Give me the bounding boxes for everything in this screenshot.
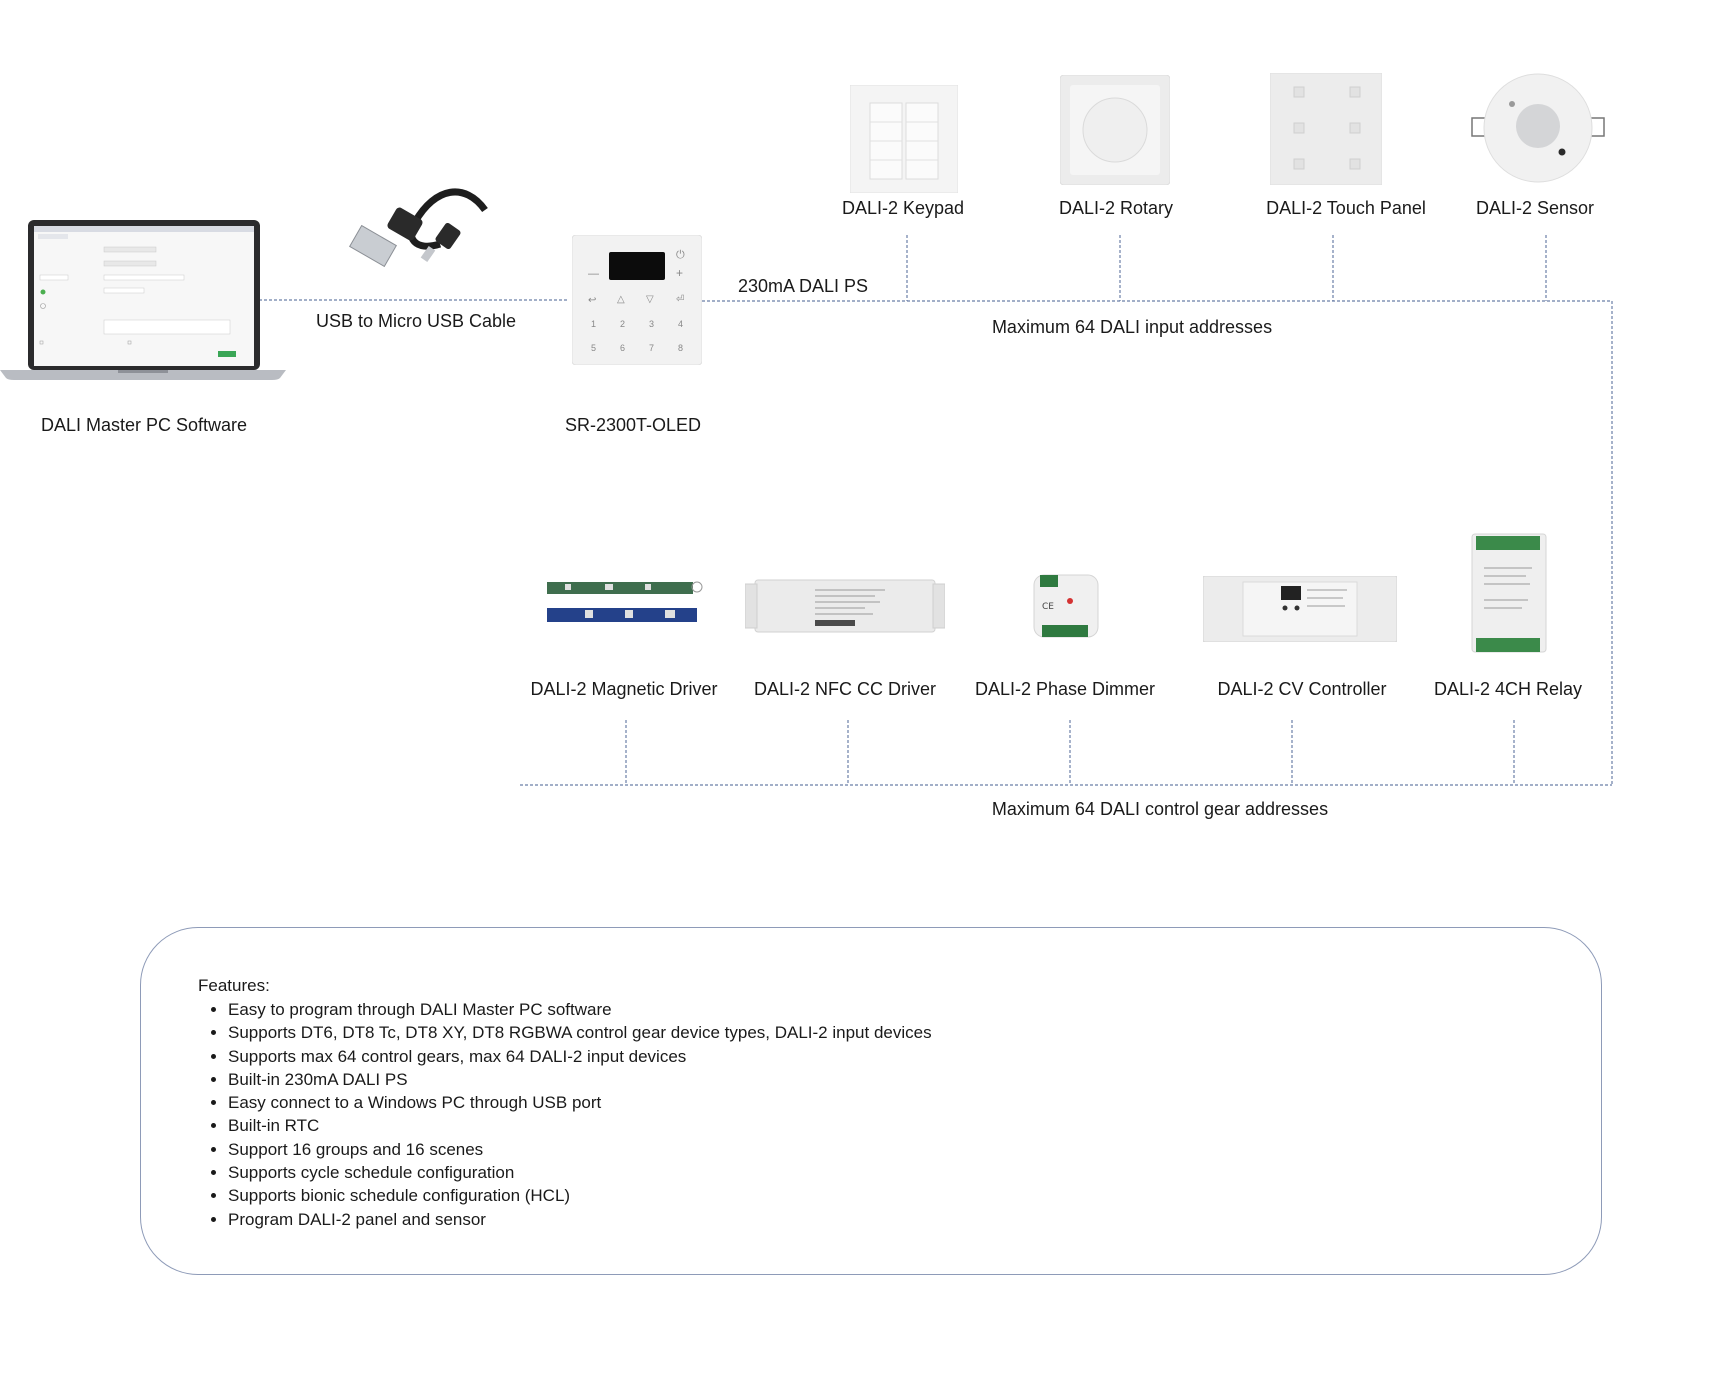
feature-item: Supports max 64 control gears, max 64 DA…: [228, 1045, 932, 1068]
sensor-label: DALI-2 Sensor: [1475, 198, 1595, 218]
controller-label: SR-2300T-OLED: [564, 415, 702, 435]
features-list: Easy to program through DALI Master PC s…: [198, 998, 932, 1231]
key-5: 5: [591, 343, 597, 353]
key-3: 3: [649, 319, 655, 329]
phase-dimmer-device: CE: [1030, 571, 1102, 641]
back-key: ↩: [588, 295, 597, 306]
features-panel: Features: Easy to program through DALI M…: [140, 927, 1602, 1275]
feature-item: Easy connect to a Windows PC through USB…: [228, 1091, 932, 1114]
laptop-image: [0, 218, 286, 382]
down-key: ▽: [646, 294, 654, 305]
features-title: Features:: [198, 976, 270, 995]
relay-device: [1466, 528, 1552, 658]
input-bus-label: Maximum 64 DALI input addresses: [991, 317, 1273, 337]
plus-key: +: [676, 266, 684, 280]
key-1: 1: [591, 319, 597, 329]
minus-key: —: [588, 268, 599, 280]
magnetic-driver-label: DALI-2 Magnetic Driver: [530, 679, 718, 699]
nfc-driver-label: DALI-2 NFC CC Driver: [753, 679, 937, 699]
feature-item: Supports bionic schedule configuration (…: [228, 1184, 932, 1207]
rotary-label: DALI-2 Rotary: [1058, 198, 1174, 218]
keypad-device: [849, 84, 959, 194]
usb-cable-label: USB to Micro USB Cable: [315, 311, 517, 331]
phase-dimmer-label: DALI-2 Phase Dimmer: [974, 679, 1156, 699]
keypad-label: DALI-2 Keypad: [841, 198, 965, 218]
power-icon: ⏻: [676, 249, 685, 261]
feature-item: Built-in RTC: [228, 1114, 932, 1137]
key-2: 2: [620, 319, 626, 329]
feature-item: Program DALI-2 panel and sensor: [228, 1208, 932, 1231]
sensor-device: [1470, 72, 1606, 184]
controller-device: ⏻ — + ↩ △ ▽ ⏎ 1 2 3 4 5 6 7 8: [571, 234, 703, 366]
key-6: 6: [620, 343, 626, 353]
cv-controller-label: DALI-2 CV Controller: [1217, 679, 1387, 699]
feature-item: Supports cycle schedule configuration: [228, 1161, 932, 1184]
nfc-driver-device: [744, 578, 946, 634]
enter-key: ⏎: [676, 294, 685, 305]
rotary-device: [1059, 74, 1171, 186]
key-4: 4: [678, 319, 684, 329]
feature-item: Support 16 groups and 16 scenes: [228, 1138, 932, 1161]
pc-software-label: DALI Master PC Software: [40, 415, 248, 435]
feature-item: Supports DT6, DT8 Tc, DT8 XY, DT8 RGBWA …: [228, 1021, 932, 1044]
touch-panel-label: DALI-2 Touch Panel: [1266, 198, 1426, 218]
usb-cable-image: [345, 182, 490, 287]
touch-panel-device: [1269, 72, 1383, 186]
key-7: 7: [649, 343, 655, 353]
up-key: △: [617, 294, 625, 305]
svg-text:CE: CE: [1042, 602, 1054, 612]
feature-item: Easy to program through DALI Master PC s…: [228, 998, 932, 1021]
key-8: 8: [678, 343, 684, 353]
feature-item: Built-in 230mA DALI PS: [228, 1068, 932, 1091]
dali-ps-label: 230mA DALI PS: [737, 276, 869, 296]
relay-label: DALI-2 4CH Relay: [1433, 679, 1583, 699]
cv-controller-device: [1202, 575, 1398, 643]
magnetic-driver-device: [545, 578, 703, 630]
gear-bus-label: Maximum 64 DALI control gear addresses: [991, 799, 1329, 819]
